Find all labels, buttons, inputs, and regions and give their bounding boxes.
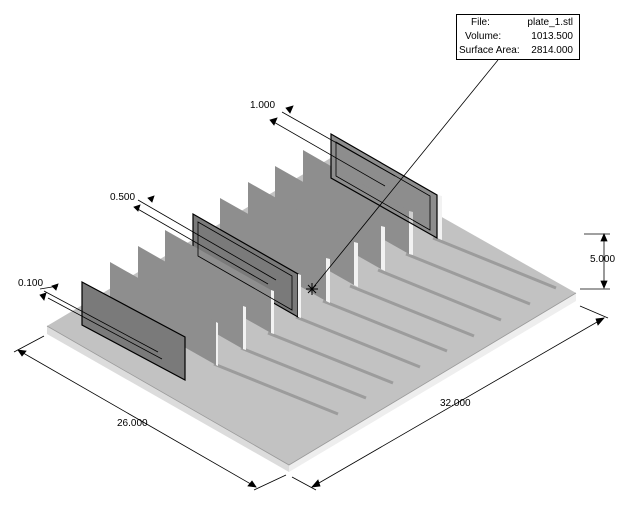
surface-area-label: Surface Area: bbox=[459, 45, 520, 56]
info-file-row: File: plate_1.stl bbox=[457, 16, 579, 30]
fin-1-selected bbox=[81, 280, 186, 382]
plate-top-face bbox=[47, 156, 576, 465]
dim-length bbox=[291, 305, 609, 491]
plate-slots bbox=[213, 236, 557, 416]
mass-properties-box: File: plate_1.stl Volume: 1013.500 Surfa… bbox=[456, 14, 580, 60]
volume-label: Volume: bbox=[465, 31, 502, 42]
dim-wall-1 bbox=[39, 283, 163, 360]
centroid-marker-icon[interactable] bbox=[306, 283, 318, 295]
dim-wall-3-label: 1.000 bbox=[250, 100, 275, 111]
dim-height-label: 5.000 bbox=[590, 254, 615, 265]
base-plate[interactable] bbox=[46, 156, 577, 472]
dim-width-label: 26.000 bbox=[117, 418, 148, 429]
dim-height bbox=[580, 232, 610, 290]
volume-value: 1013.500 bbox=[531, 31, 573, 42]
dim-length-label: 32.000 bbox=[440, 398, 471, 409]
plate-side-face bbox=[289, 293, 576, 472]
info-area-row: Surface Area: 2814.000 bbox=[457, 44, 579, 58]
plate-outline bbox=[46, 292, 577, 466]
info-volume-row: Volume: 1013.500 bbox=[457, 30, 579, 44]
info-leader-line bbox=[311, 59, 499, 290]
file-value: plate_1.stl bbox=[527, 17, 573, 28]
dim-wall-2 bbox=[133, 195, 277, 285]
dim-wall-3 bbox=[269, 105, 396, 187]
fin-2 bbox=[110, 262, 216, 365]
fin-10-selection bbox=[330, 132, 438, 240]
file-label: File: bbox=[471, 17, 490, 28]
fins bbox=[81, 134, 442, 382]
dim-wall-1-label: 0.100 bbox=[18, 278, 43, 289]
plate-front-face bbox=[47, 326, 289, 472]
dim-wall-2-label: 0.500 bbox=[110, 192, 135, 203]
dim-width bbox=[13, 335, 287, 491]
surface-area-value: 2814.000 bbox=[531, 45, 573, 56]
